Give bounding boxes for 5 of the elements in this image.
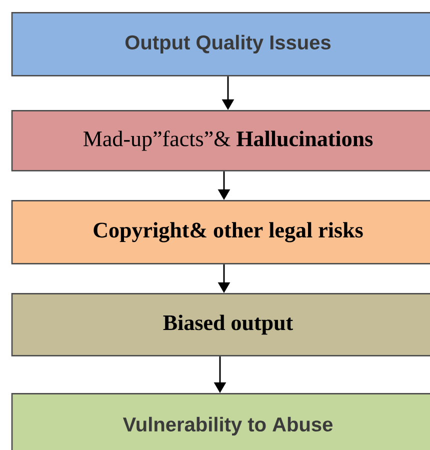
process-box: Biased output bbox=[11, 293, 430, 356]
process-box: Output Quality Issues bbox=[11, 12, 430, 76]
process-box: Mad-up”facts”& Hallucinations bbox=[11, 110, 430, 172]
process-box: Copyright& other legal risks bbox=[11, 200, 430, 264]
process-box: Vulnerability to Abuse bbox=[11, 393, 430, 450]
